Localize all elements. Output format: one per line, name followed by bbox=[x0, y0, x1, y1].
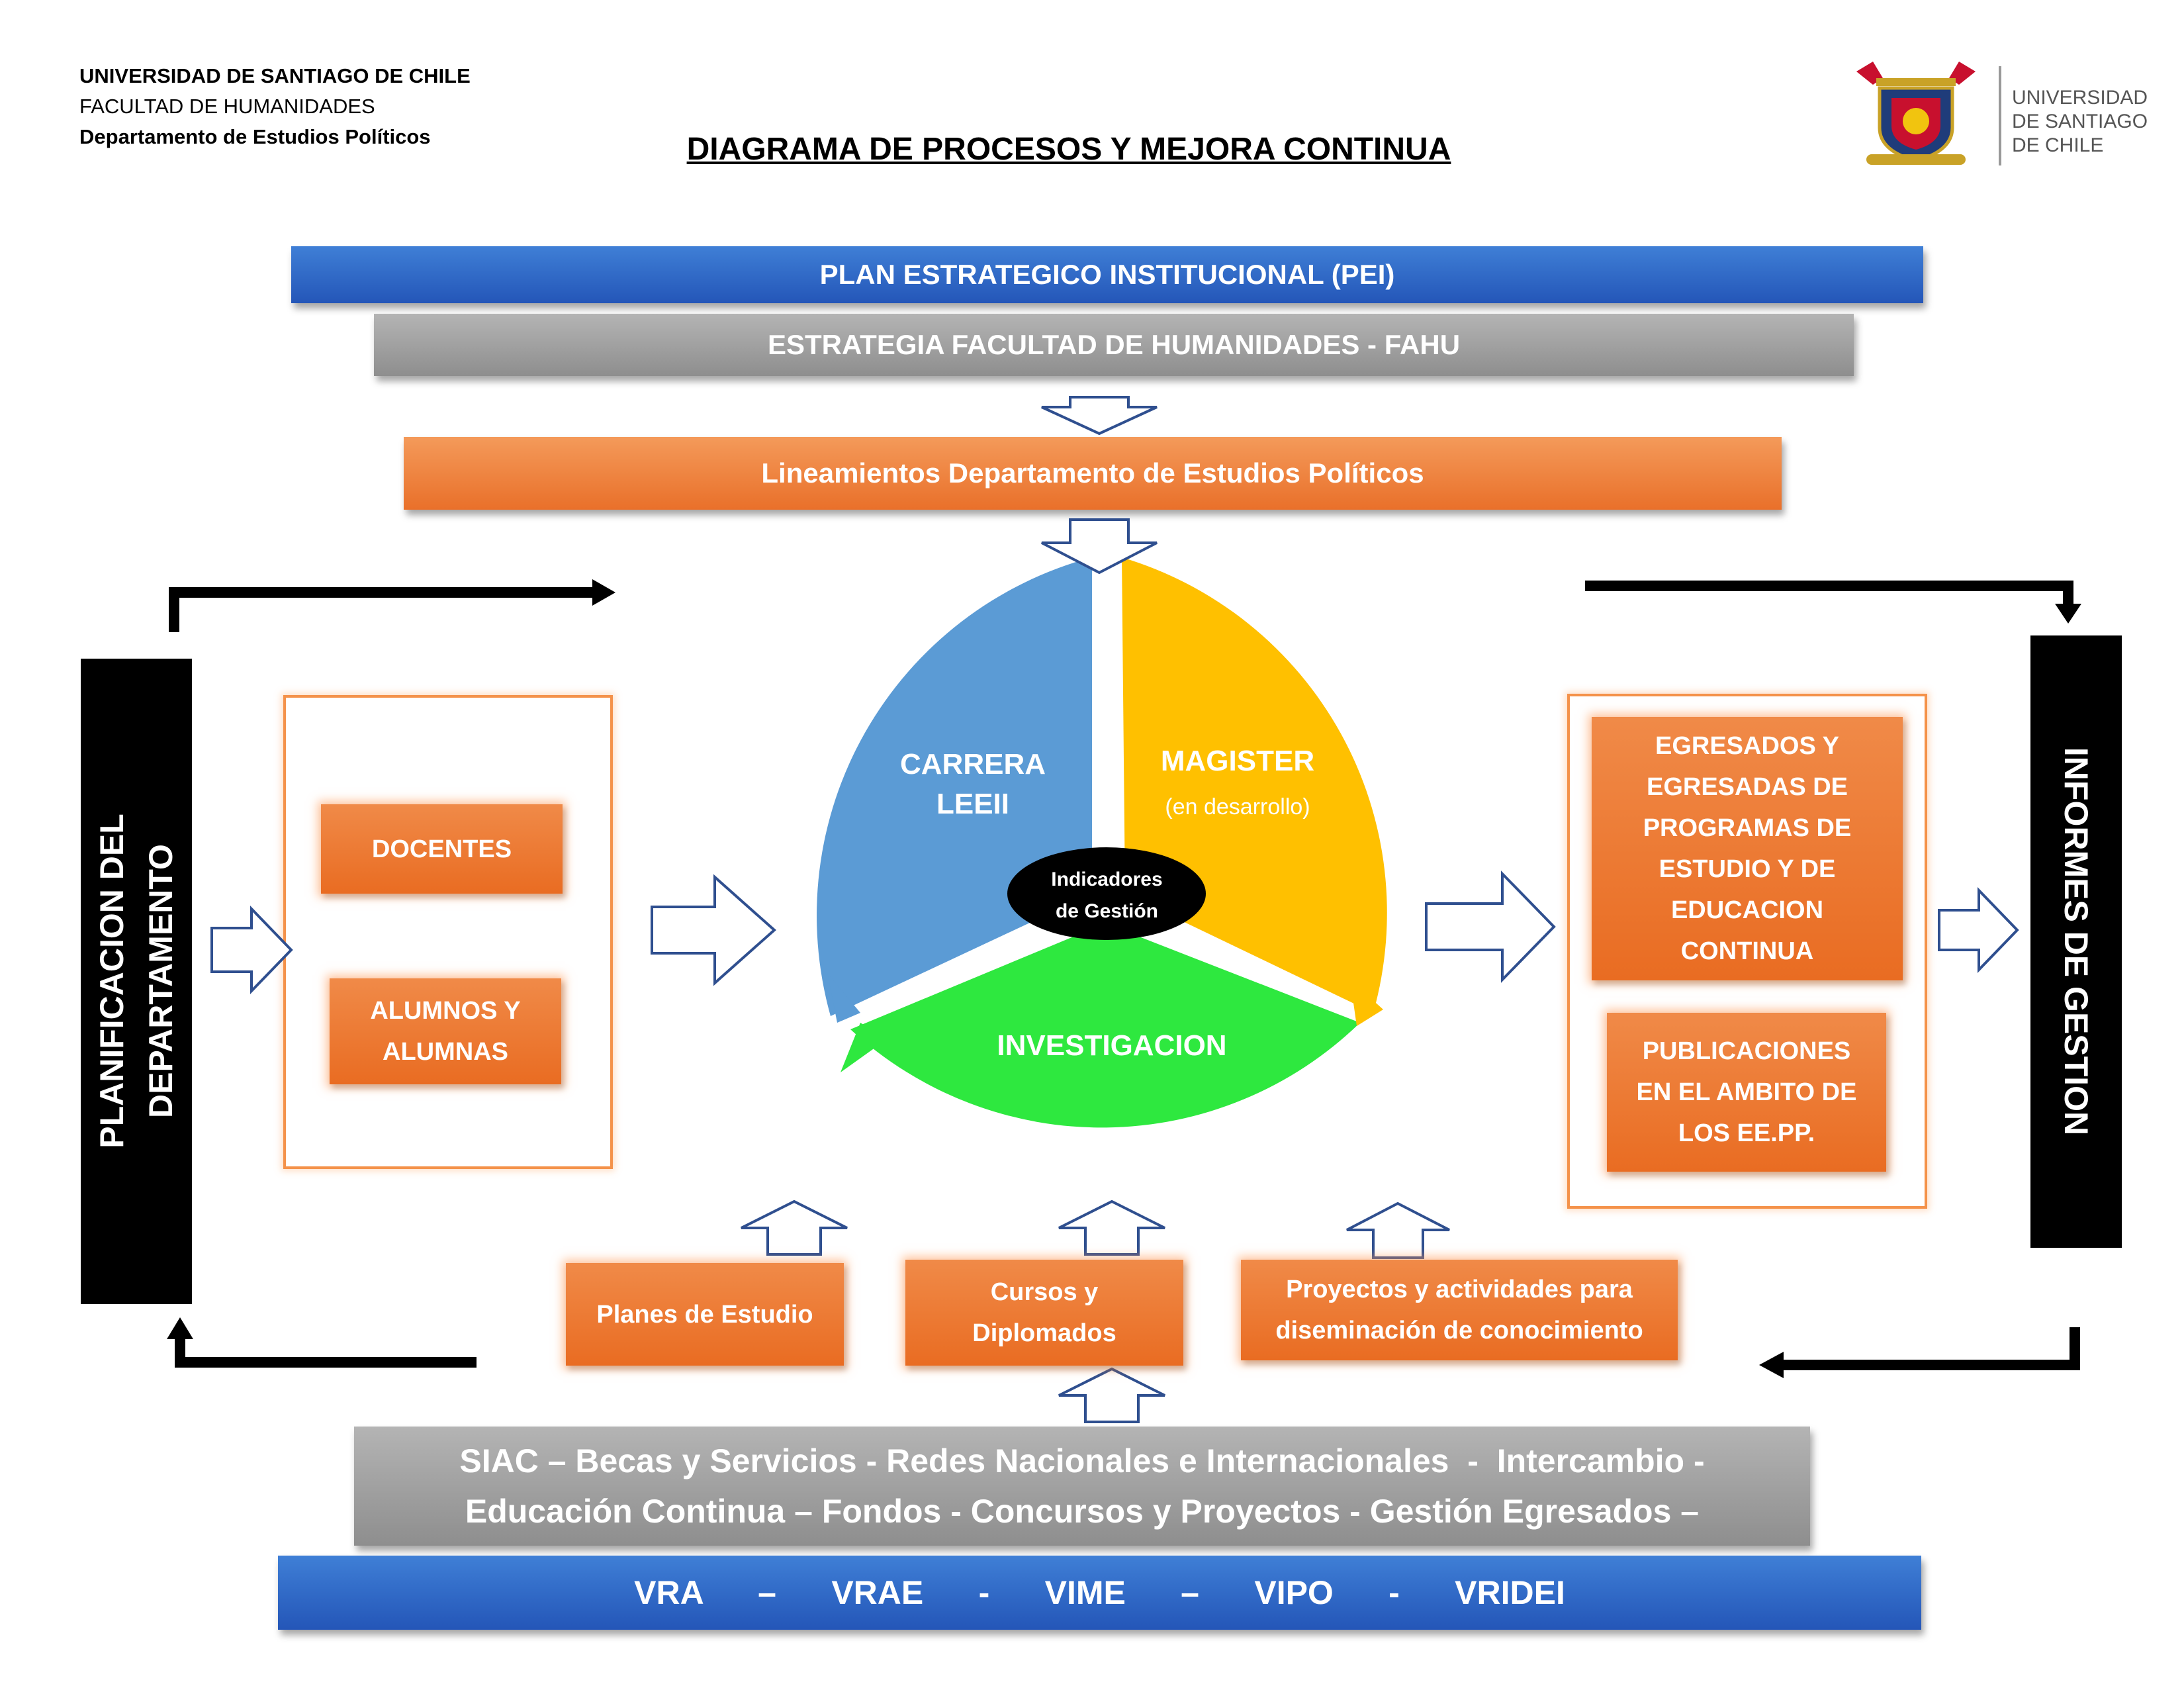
right-arrow-icon bbox=[210, 906, 293, 994]
actors-frame bbox=[283, 695, 613, 1169]
logo-line: DE SANTIAGO bbox=[2012, 111, 2148, 132]
page-title: DIAGRAMA DE PROCESOS Y MEJORA CONTINUA bbox=[686, 132, 1451, 167]
vicerrectorias-bar: VRA – VRAE - VIME – VIPO - VRIDEI bbox=[278, 1556, 1921, 1630]
magister-label: MAGISTER bbox=[1160, 745, 1315, 777]
indicadores-line: Indicadores bbox=[1051, 868, 1163, 890]
faculty-name: FACULTAD DE HUMANIDADES bbox=[79, 95, 375, 118]
logo-line: UNIVERSIDAD bbox=[2012, 87, 2148, 109]
elbow-arrow-bottom-left-icon bbox=[175, 1337, 477, 1368]
lineamientos-bar: Lineamientos Departamento de Estudios Po… bbox=[404, 437, 1782, 510]
department-name: Departamento de Estudios Políticos bbox=[79, 125, 431, 148]
magister-segment bbox=[1122, 557, 1387, 1013]
publicaciones-line: EN EL AMBITO DE bbox=[1636, 1078, 1857, 1106]
arrowhead-icon bbox=[2055, 604, 2081, 624]
green-arrowhead-icon bbox=[841, 1023, 887, 1072]
right-arrow-icon bbox=[651, 874, 777, 986]
elbow-arrow-bottom-right-icon bbox=[1780, 1327, 2080, 1370]
elbow-arrow-top-right-icon bbox=[1585, 581, 2073, 606]
cursos-box: Cursos y Diplomados bbox=[905, 1260, 1183, 1366]
publicaciones-box: PUBLICACIONES EN EL AMBITO DE LOS EE.PP. bbox=[1607, 1013, 1886, 1172]
siac-line: SIAC – Becas y Servicios - Redes Naciona… bbox=[459, 1442, 1705, 1479]
up-arrow-icon bbox=[1058, 1367, 1165, 1423]
arrowhead-icon bbox=[1759, 1352, 1784, 1378]
elbow-arrow-top-left-icon bbox=[169, 587, 596, 632]
logo-divider bbox=[1999, 66, 2001, 165]
right-arrow-icon bbox=[1425, 870, 1556, 983]
right-arrow-icon bbox=[1938, 887, 2019, 973]
university-name: UNIVERSIDAD DE SANTIAGO DE CHILE bbox=[79, 64, 471, 87]
up-arrow-icon bbox=[1346, 1201, 1450, 1259]
planes-box: Planes de Estudio bbox=[566, 1263, 844, 1366]
university-crest-icon bbox=[1856, 62, 1976, 165]
publicaciones-line: LOS EE.PP. bbox=[1678, 1119, 1815, 1147]
siac-line: Educación Continua – Fondos - Concursos … bbox=[465, 1493, 1700, 1530]
planificacion-bar: PLANIFICACION DEL DEPARTAMENTO bbox=[81, 659, 192, 1304]
proyectos-box: Proyectos y actividades para diseminació… bbox=[1241, 1260, 1678, 1360]
down-arrow-icon bbox=[1041, 396, 1158, 436]
pei-bar: PLAN ESTRATEGICO INSTITUCIONAL (PEI) bbox=[291, 246, 1923, 303]
up-arrow-icon bbox=[1058, 1199, 1165, 1256]
egresados-line: EGRESADAS DE bbox=[1646, 773, 1848, 801]
magister-sublabel: (en desarrollo) bbox=[1165, 794, 1310, 820]
logo-wordmark: UNIVERSIDAD DE SANTIAGO DE CHILE bbox=[2012, 86, 2148, 158]
alumnos-line: ALUMNOS Y bbox=[370, 997, 521, 1025]
egresados-line: EDUCACION bbox=[1670, 896, 1824, 924]
blue-arrowhead-icon bbox=[827, 973, 860, 1023]
indicadores-line: de Gestión bbox=[1055, 900, 1159, 922]
indicadores-ellipse bbox=[1007, 847, 1206, 940]
arrowhead-icon bbox=[167, 1317, 193, 1339]
proyectos-line: diseminación de conocimiento bbox=[1275, 1317, 1643, 1344]
carrera-label: CARRERA LEEII bbox=[880, 745, 1066, 824]
proyectos-line: Proyectos y actividades para bbox=[1286, 1276, 1633, 1303]
egresados-line: PROGRAMAS DE bbox=[1643, 814, 1852, 842]
yellow-arrowhead-icon bbox=[1350, 980, 1383, 1026]
up-arrow-icon bbox=[741, 1199, 848, 1256]
carrera-line: LEEII bbox=[936, 788, 1010, 820]
arrowhead-icon bbox=[592, 579, 615, 606]
alumnos-box: ALUMNOS Y ALUMNAS bbox=[330, 978, 561, 1084]
egresados-line: CONTINUA bbox=[1680, 937, 1814, 965]
informes-bar: INFORMES DE GESTION bbox=[2030, 635, 2122, 1248]
siac-bar: SIAC – Becas y Servicios - Redes Naciona… bbox=[354, 1427, 1810, 1546]
vicerrectorias-label: VRA – VRAE - VIME – VIPO - VRIDEI bbox=[634, 1574, 1565, 1611]
cursos-line: Cursos y bbox=[990, 1278, 1099, 1306]
indicadores-label: Indicadores de Gestión bbox=[1019, 864, 1195, 927]
investigacion-label: INVESTIGACION bbox=[997, 1029, 1227, 1062]
egresados-line: ESTUDIO Y DE bbox=[1659, 855, 1836, 883]
investigacion-segment bbox=[850, 923, 1360, 1128]
alumnos-line: ALUMNAS bbox=[383, 1038, 508, 1066]
egresados-box: EGRESADOS Y EGRESADAS DE PROGRAMAS DE ES… bbox=[1592, 717, 1903, 980]
fahu-bar: ESTRATEGIA FACULTAD DE HUMANIDADES - FAH… bbox=[374, 314, 1854, 376]
cursos-line: Diplomados bbox=[972, 1319, 1116, 1347]
egresados-line: EGRESADOS Y bbox=[1655, 732, 1840, 760]
down-arrow-icon bbox=[1041, 518, 1158, 575]
docentes-box: DOCENTES bbox=[321, 804, 563, 894]
logo-line: DE CHILE bbox=[2012, 134, 2104, 156]
university-logo bbox=[1846, 58, 1985, 171]
publicaciones-line: PUBLICACIONES bbox=[1642, 1037, 1851, 1065]
carrera-line: CARRERA bbox=[900, 748, 1046, 780]
